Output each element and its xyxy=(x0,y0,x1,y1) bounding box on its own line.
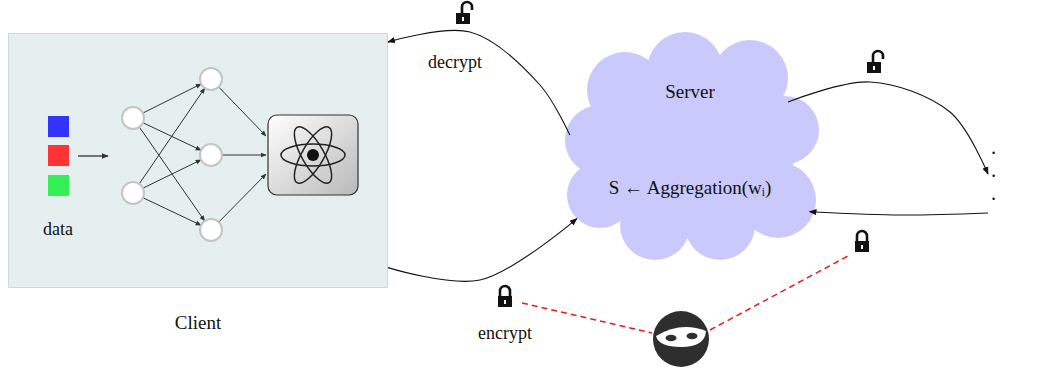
cloud-shape xyxy=(560,30,820,260)
other-clients: · · · xyxy=(988,142,999,213)
client-panel: Client xyxy=(8,33,388,288)
data-square xyxy=(48,116,69,137)
cloud-fill xyxy=(565,32,819,260)
network-link xyxy=(219,174,266,222)
node-heading: Client xyxy=(175,312,221,334)
data-label: data xyxy=(40,219,76,240)
orbit xyxy=(287,122,338,188)
network-link xyxy=(222,155,266,156)
attacker-icon xyxy=(653,311,709,367)
lock-shackle xyxy=(873,51,883,62)
network-link xyxy=(143,84,201,113)
atom-icon xyxy=(268,115,358,195)
lock-body xyxy=(456,13,470,24)
cloud-bump xyxy=(647,32,723,108)
orbit xyxy=(281,144,345,166)
eavesdrop-lines xyxy=(522,256,848,333)
open-lock-icon xyxy=(456,2,472,24)
lock-shackle xyxy=(857,231,867,241)
eavesdrop-line xyxy=(522,303,652,333)
keyhole xyxy=(462,17,464,21)
closed-lock-icon xyxy=(855,231,869,252)
mask-slit xyxy=(656,327,706,347)
neuron xyxy=(122,107,144,129)
flow-arrow xyxy=(810,212,988,215)
aggregation-formula: S ← Aggregation(wᵢ) xyxy=(609,177,771,199)
lock-shackle xyxy=(462,2,472,13)
node-heading: Server xyxy=(665,81,715,103)
neuron xyxy=(200,68,222,90)
edge-label: encrypt xyxy=(475,323,535,344)
atom-box xyxy=(268,115,358,195)
neurons xyxy=(122,68,222,241)
keyhole xyxy=(861,245,863,249)
network-link xyxy=(143,123,201,151)
keyhole xyxy=(504,300,506,304)
data-square xyxy=(48,145,69,166)
nucleus xyxy=(307,149,319,161)
cloud-bump xyxy=(685,190,755,260)
eye xyxy=(687,333,698,339)
neuron xyxy=(200,144,222,166)
lock-body xyxy=(855,241,869,252)
lock-body xyxy=(867,62,881,73)
flow-arrow xyxy=(788,82,988,174)
lock-shackle xyxy=(500,286,510,296)
edge-label-holder: decrypt xyxy=(425,52,485,73)
attacker-head xyxy=(653,311,709,367)
orbit xyxy=(287,122,338,188)
keyhole xyxy=(873,66,875,70)
edge-label: decrypt xyxy=(425,52,485,73)
lock-body xyxy=(498,296,512,307)
input-arrow xyxy=(78,155,108,156)
neuron xyxy=(200,219,222,241)
data-square xyxy=(48,175,69,196)
ellipsis-text: · · · xyxy=(988,142,999,211)
open-lock-icon xyxy=(867,51,883,73)
network-links xyxy=(139,84,266,225)
label-holder: data xyxy=(40,219,76,240)
flow-arrow xyxy=(388,30,570,135)
atom-orbits xyxy=(281,122,345,188)
data-squares xyxy=(48,116,69,196)
eye xyxy=(666,335,677,341)
flow-arrow xyxy=(388,219,577,282)
eavesdrop-line xyxy=(710,256,848,330)
server-cloud: Server S ← Aggregation(wᵢ) xyxy=(560,30,820,260)
neuron xyxy=(122,182,144,204)
edge-label-holder: encrypt xyxy=(475,323,535,344)
closed-lock-icon xyxy=(498,286,512,307)
network-link xyxy=(143,160,201,188)
network-link xyxy=(219,87,266,136)
cloud-bump xyxy=(751,96,819,164)
network-link xyxy=(143,198,201,226)
network-link xyxy=(139,88,205,184)
network-link xyxy=(139,127,204,221)
